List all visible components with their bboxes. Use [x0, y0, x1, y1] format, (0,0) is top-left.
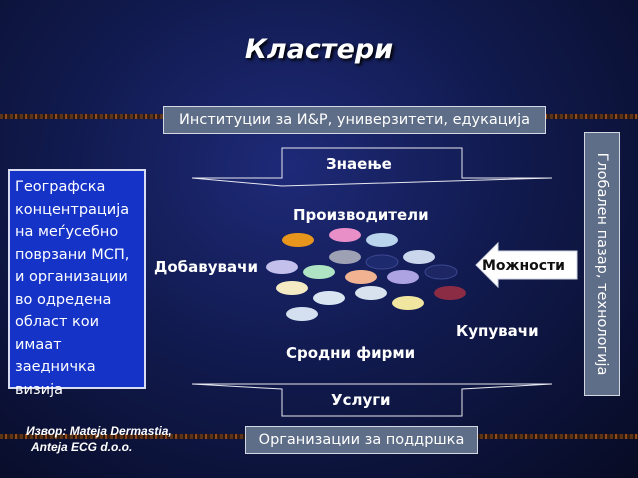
firm-ellipse: [345, 270, 377, 284]
knowledge-label: Знаење: [326, 155, 392, 173]
firm-ellipse: [392, 296, 424, 310]
suppliers-label: Добавувачи: [154, 258, 258, 276]
definition-line: поврзани МСП,: [15, 246, 130, 263]
cluster-definition-box: Географска концентрација на меѓусебно по…: [8, 169, 146, 398]
buyers-label: Купувачи: [456, 322, 539, 340]
definition-line: и организации: [15, 269, 128, 285]
firm-ellipse: [366, 233, 398, 247]
definition-line: на меѓусебно: [15, 224, 119, 240]
global-market-box: Глобален пазар, технологија: [584, 132, 620, 396]
firm-ellipse: [282, 233, 314, 247]
producers-label: Производители: [293, 206, 429, 224]
source-line-2: Anteja ECG d.o.o.: [31, 440, 133, 454]
firm-ellipse: [424, 264, 458, 280]
opportunities-arrow-shape: [475, 241, 578, 289]
services-label: Услуги: [331, 391, 391, 409]
firm-ellipse: [365, 254, 399, 270]
definition-line: заедничка: [15, 359, 96, 375]
firm-ellipse: [434, 286, 466, 300]
related-firms-label: Сродни фирми: [286, 344, 416, 362]
definition-line: имаат: [15, 336, 62, 353]
firm-ellipse: [266, 260, 298, 274]
firm-ellipse: [403, 250, 435, 264]
firm-ellipse: [303, 265, 335, 279]
firms-cluster: [266, 228, 466, 321]
knowledge-arrow-shape: [191, 147, 553, 187]
definition-line: област кои: [15, 314, 100, 330]
firm-ellipse: [329, 228, 361, 242]
global-market-label: Глобален пазар, технологија: [594, 152, 610, 376]
firm-ellipse: [276, 281, 308, 295]
support-organizations-box: Организации за поддршка: [245, 426, 478, 454]
source-line-1: Извор: Mateja Dermastia,: [26, 424, 172, 438]
definition-line: Географска: [15, 179, 106, 195]
definition-line: концентрација: [15, 201, 130, 218]
firm-ellipse: [355, 286, 387, 300]
services-arrow-shape: [191, 383, 553, 417]
firm-ellipse: [329, 250, 361, 264]
research-institutions-box: Институции за И&P, универзитети, едукаци…: [163, 106, 546, 134]
firm-ellipse: [313, 291, 345, 305]
firm-ellipse: [387, 270, 419, 284]
slide-title: Кластери: [244, 34, 394, 65]
opportunities-label: Можности: [482, 258, 565, 274]
definition-line: визија: [15, 381, 64, 398]
definition-line: во одредена: [15, 291, 112, 308]
firm-ellipse: [286, 307, 318, 321]
